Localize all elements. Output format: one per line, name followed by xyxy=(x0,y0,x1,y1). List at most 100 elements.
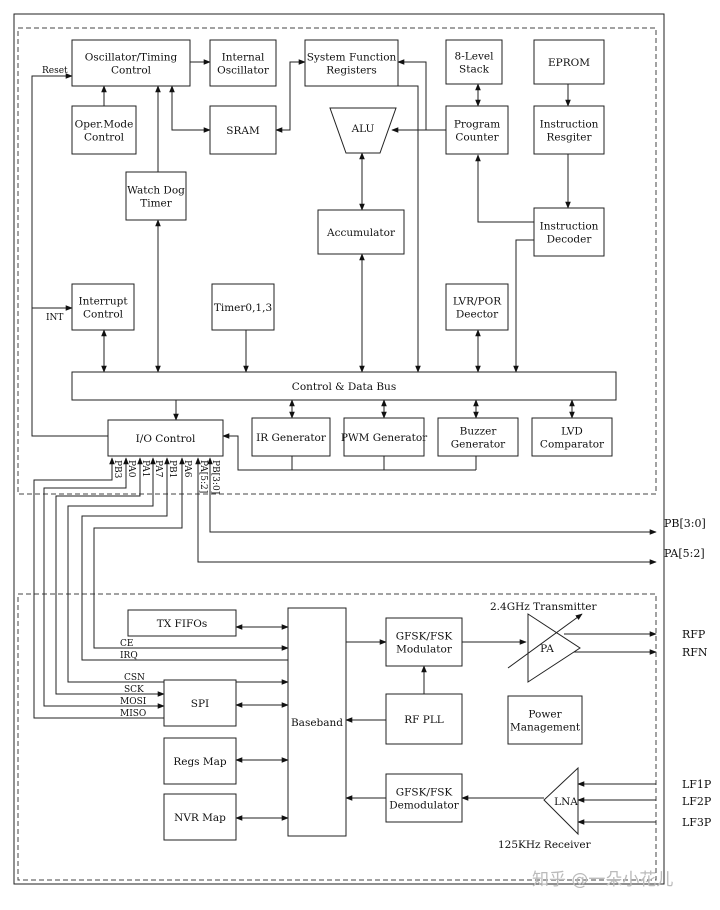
int-label: INT xyxy=(46,313,63,323)
gfsk-demod-label: GFSK/FSK xyxy=(396,787,453,799)
blocks xyxy=(71,39,617,841)
lvr-por-label: Deector xyxy=(456,309,499,321)
pa-amplifier xyxy=(507,613,583,683)
stack-block xyxy=(445,39,503,85)
lvd-label: Comparator xyxy=(540,439,605,451)
rf-pll-block xyxy=(385,693,463,745)
rf-wires xyxy=(235,624,657,825)
osc-timing-label: Control xyxy=(111,65,152,77)
stack-label: Stack xyxy=(459,64,490,76)
nvr-map-label: NVR Map xyxy=(174,812,226,824)
internal-osc-label: Internal xyxy=(222,52,265,64)
power-mgmt-label: Management xyxy=(510,722,581,734)
csn-label: CSN xyxy=(124,673,145,683)
power-mgmt-label: Power xyxy=(528,709,562,721)
regs-map-block xyxy=(163,737,237,785)
lvd-label: LVD xyxy=(561,426,583,438)
watchdog-block xyxy=(125,171,187,221)
io-control-label: I/O Control xyxy=(136,433,196,445)
osc-timing-block xyxy=(71,39,191,87)
stack-label: 8-Level xyxy=(455,51,495,63)
lvr-por-label: LVR/POR xyxy=(453,296,502,308)
instruction-register-label: Instruction xyxy=(540,119,599,131)
bus-block xyxy=(71,371,617,401)
rf-pll-label: RF PLL xyxy=(404,714,444,726)
block-labels: Oscillator/TimingControlInternalOscillat… xyxy=(75,51,605,825)
rf-region xyxy=(17,593,657,881)
regs-map-label: Regs Map xyxy=(173,756,227,768)
watchdog-label: Timer xyxy=(140,198,173,210)
nvr-map-block xyxy=(163,793,237,841)
sys-func-regs-label: Registers xyxy=(326,65,376,77)
accumulator-block xyxy=(317,209,405,255)
baseband-label: Baseband xyxy=(291,717,343,729)
io-pin-label: PA0 xyxy=(126,460,136,478)
spi-label: SPI xyxy=(191,698,209,710)
bus-label: Control & Data Bus xyxy=(292,381,396,393)
gfsk-mod-label: Modulator xyxy=(396,644,453,656)
rfn-label: RFN xyxy=(682,646,708,659)
gfsk-demod-block xyxy=(385,773,463,823)
buzzer-label: Buzzer xyxy=(460,426,498,438)
sck-label: SCK xyxy=(124,685,144,695)
io-control-block xyxy=(107,419,224,457)
tx-fifo-label: TX FIFOs xyxy=(157,618,208,630)
spi-block xyxy=(163,679,237,727)
ce-label: CE xyxy=(120,639,133,649)
sys-func-regs-block xyxy=(304,39,399,87)
ir-gen-block xyxy=(251,417,331,457)
watchdog-label: Watch Dog xyxy=(127,185,185,197)
gfsk-mod-label: GFSK/FSK xyxy=(396,631,453,643)
buzzer-block xyxy=(437,417,519,457)
internal-osc-label: Oscillator xyxy=(217,65,270,77)
chip-outline xyxy=(13,13,665,885)
instruction-register-label: Resgiter xyxy=(546,132,592,144)
sram-label: SRAM xyxy=(226,125,260,137)
osc-timing-label: Oscillator/Timing xyxy=(85,52,178,64)
lf1p-label: LF1P xyxy=(682,778,712,791)
accumulator-label: Accumulator xyxy=(326,227,396,239)
oper-mode-label: Control xyxy=(84,132,125,144)
mosi-label: MOSI xyxy=(120,697,147,707)
reset-label: Reset xyxy=(42,66,68,76)
lvr-por-block xyxy=(445,283,509,331)
ir-gen-label: IR Generator xyxy=(256,432,327,444)
power-mgmt-block xyxy=(507,695,583,745)
watermark: 知乎 @一朵小花儿 xyxy=(532,870,673,890)
instruction-decoder-label: Instruction xyxy=(540,221,599,233)
transmitter-label: 2.4GHz Transmitter xyxy=(490,601,598,613)
io-pin-label: PA6 xyxy=(182,460,192,478)
pb-bus-label: PB[3:0] xyxy=(664,517,706,530)
alu-label: ALU xyxy=(351,123,375,135)
program-counter-label: Program xyxy=(454,119,500,131)
sram-block xyxy=(209,105,277,155)
timer-label: Timer0,1,3 xyxy=(214,302,272,314)
pwm-gen-block xyxy=(343,417,425,457)
internal-osc-block xyxy=(209,39,277,87)
receiver-label: 125KHz Receiver xyxy=(498,839,592,851)
instruction-decoder-label: Decoder xyxy=(547,234,593,246)
lna-amplifier xyxy=(543,766,579,836)
io-pin-label: PA[5:2] xyxy=(198,460,208,493)
gfsk-mod-block xyxy=(385,617,463,667)
interrupt-label: Interrupt xyxy=(78,296,128,308)
lf2p-label: LF2P xyxy=(682,795,712,808)
io-pin-label: PB[3:0] xyxy=(210,460,220,494)
lvd-block xyxy=(531,417,613,457)
miso-label: MISO xyxy=(120,709,146,719)
tx-fifo-block xyxy=(127,609,237,637)
pwm-gen-label: PWM Generator xyxy=(341,432,428,444)
eprom-block xyxy=(533,39,605,85)
pa-label: PA xyxy=(540,643,554,655)
interrupt-label: Control xyxy=(83,309,124,321)
gfsk-demod-label: Demodulator xyxy=(389,800,460,812)
io-pin-label: PB1 xyxy=(167,460,177,478)
interrupt-block xyxy=(71,283,135,331)
program-counter-block xyxy=(445,105,509,155)
sys-func-regs-label: System Function xyxy=(307,52,397,64)
io-pin-label: PA1 xyxy=(140,460,150,477)
lna-label: LNA xyxy=(554,796,578,808)
instruction-decoder-block xyxy=(533,207,605,257)
